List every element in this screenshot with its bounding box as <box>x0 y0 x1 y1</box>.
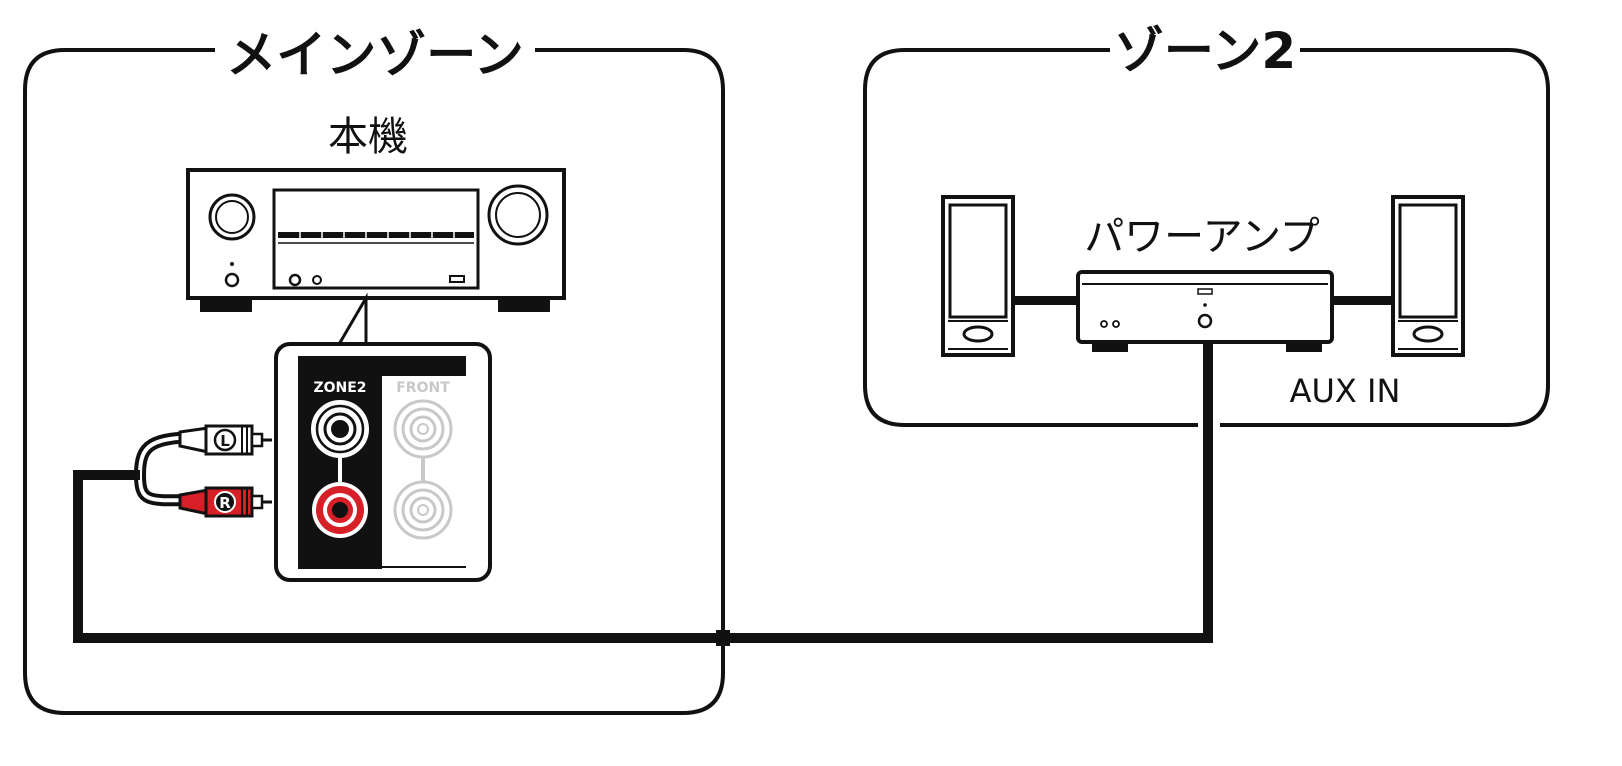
callout-pointer <box>336 292 368 347</box>
right-rca-plug-icon: R <box>178 486 272 518</box>
right-plug-label: R <box>219 494 231 512</box>
left-rca-plug-icon: L <box>178 424 272 456</box>
power-button-icon <box>224 272 240 288</box>
main-zone-title: メインゾーン <box>226 26 524 84</box>
front-left-jack-icon <box>393 399 453 459</box>
right-speaker-icon <box>1391 195 1465 357</box>
volume-knob-icon <box>208 193 256 241</box>
rca-cable <box>73 340 1213 643</box>
front-jack-label: FRONT <box>396 380 450 396</box>
rear-panel-callout: ZONE2 FRONT <box>274 342 492 582</box>
zone2-left-jack-icon <box>311 400 369 458</box>
zone2-jack-label: ZONE2 <box>313 380 366 396</box>
zone2-frame: ゾーン2 <box>863 22 1550 427</box>
left-plug-label: L <box>220 432 230 450</box>
receiver-label: 本機 <box>328 114 408 160</box>
receiver-unit <box>186 168 566 312</box>
zone2-right-jack-icon <box>312 482 368 538</box>
power-amp-unit <box>1076 270 1334 352</box>
zone2-title: ゾーン2 <box>1114 22 1296 80</box>
main-zone-frame: メインゾーン <box>23 26 725 715</box>
aux-in-label: AUX IN <box>1290 372 1401 410</box>
front-right-jack-icon <box>393 480 453 540</box>
left-speaker-icon <box>941 195 1015 357</box>
amp-power-button-icon <box>1197 313 1213 329</box>
source-knob-icon <box>487 184 549 246</box>
power-amp-label: パワーアンプ <box>1084 214 1320 260</box>
